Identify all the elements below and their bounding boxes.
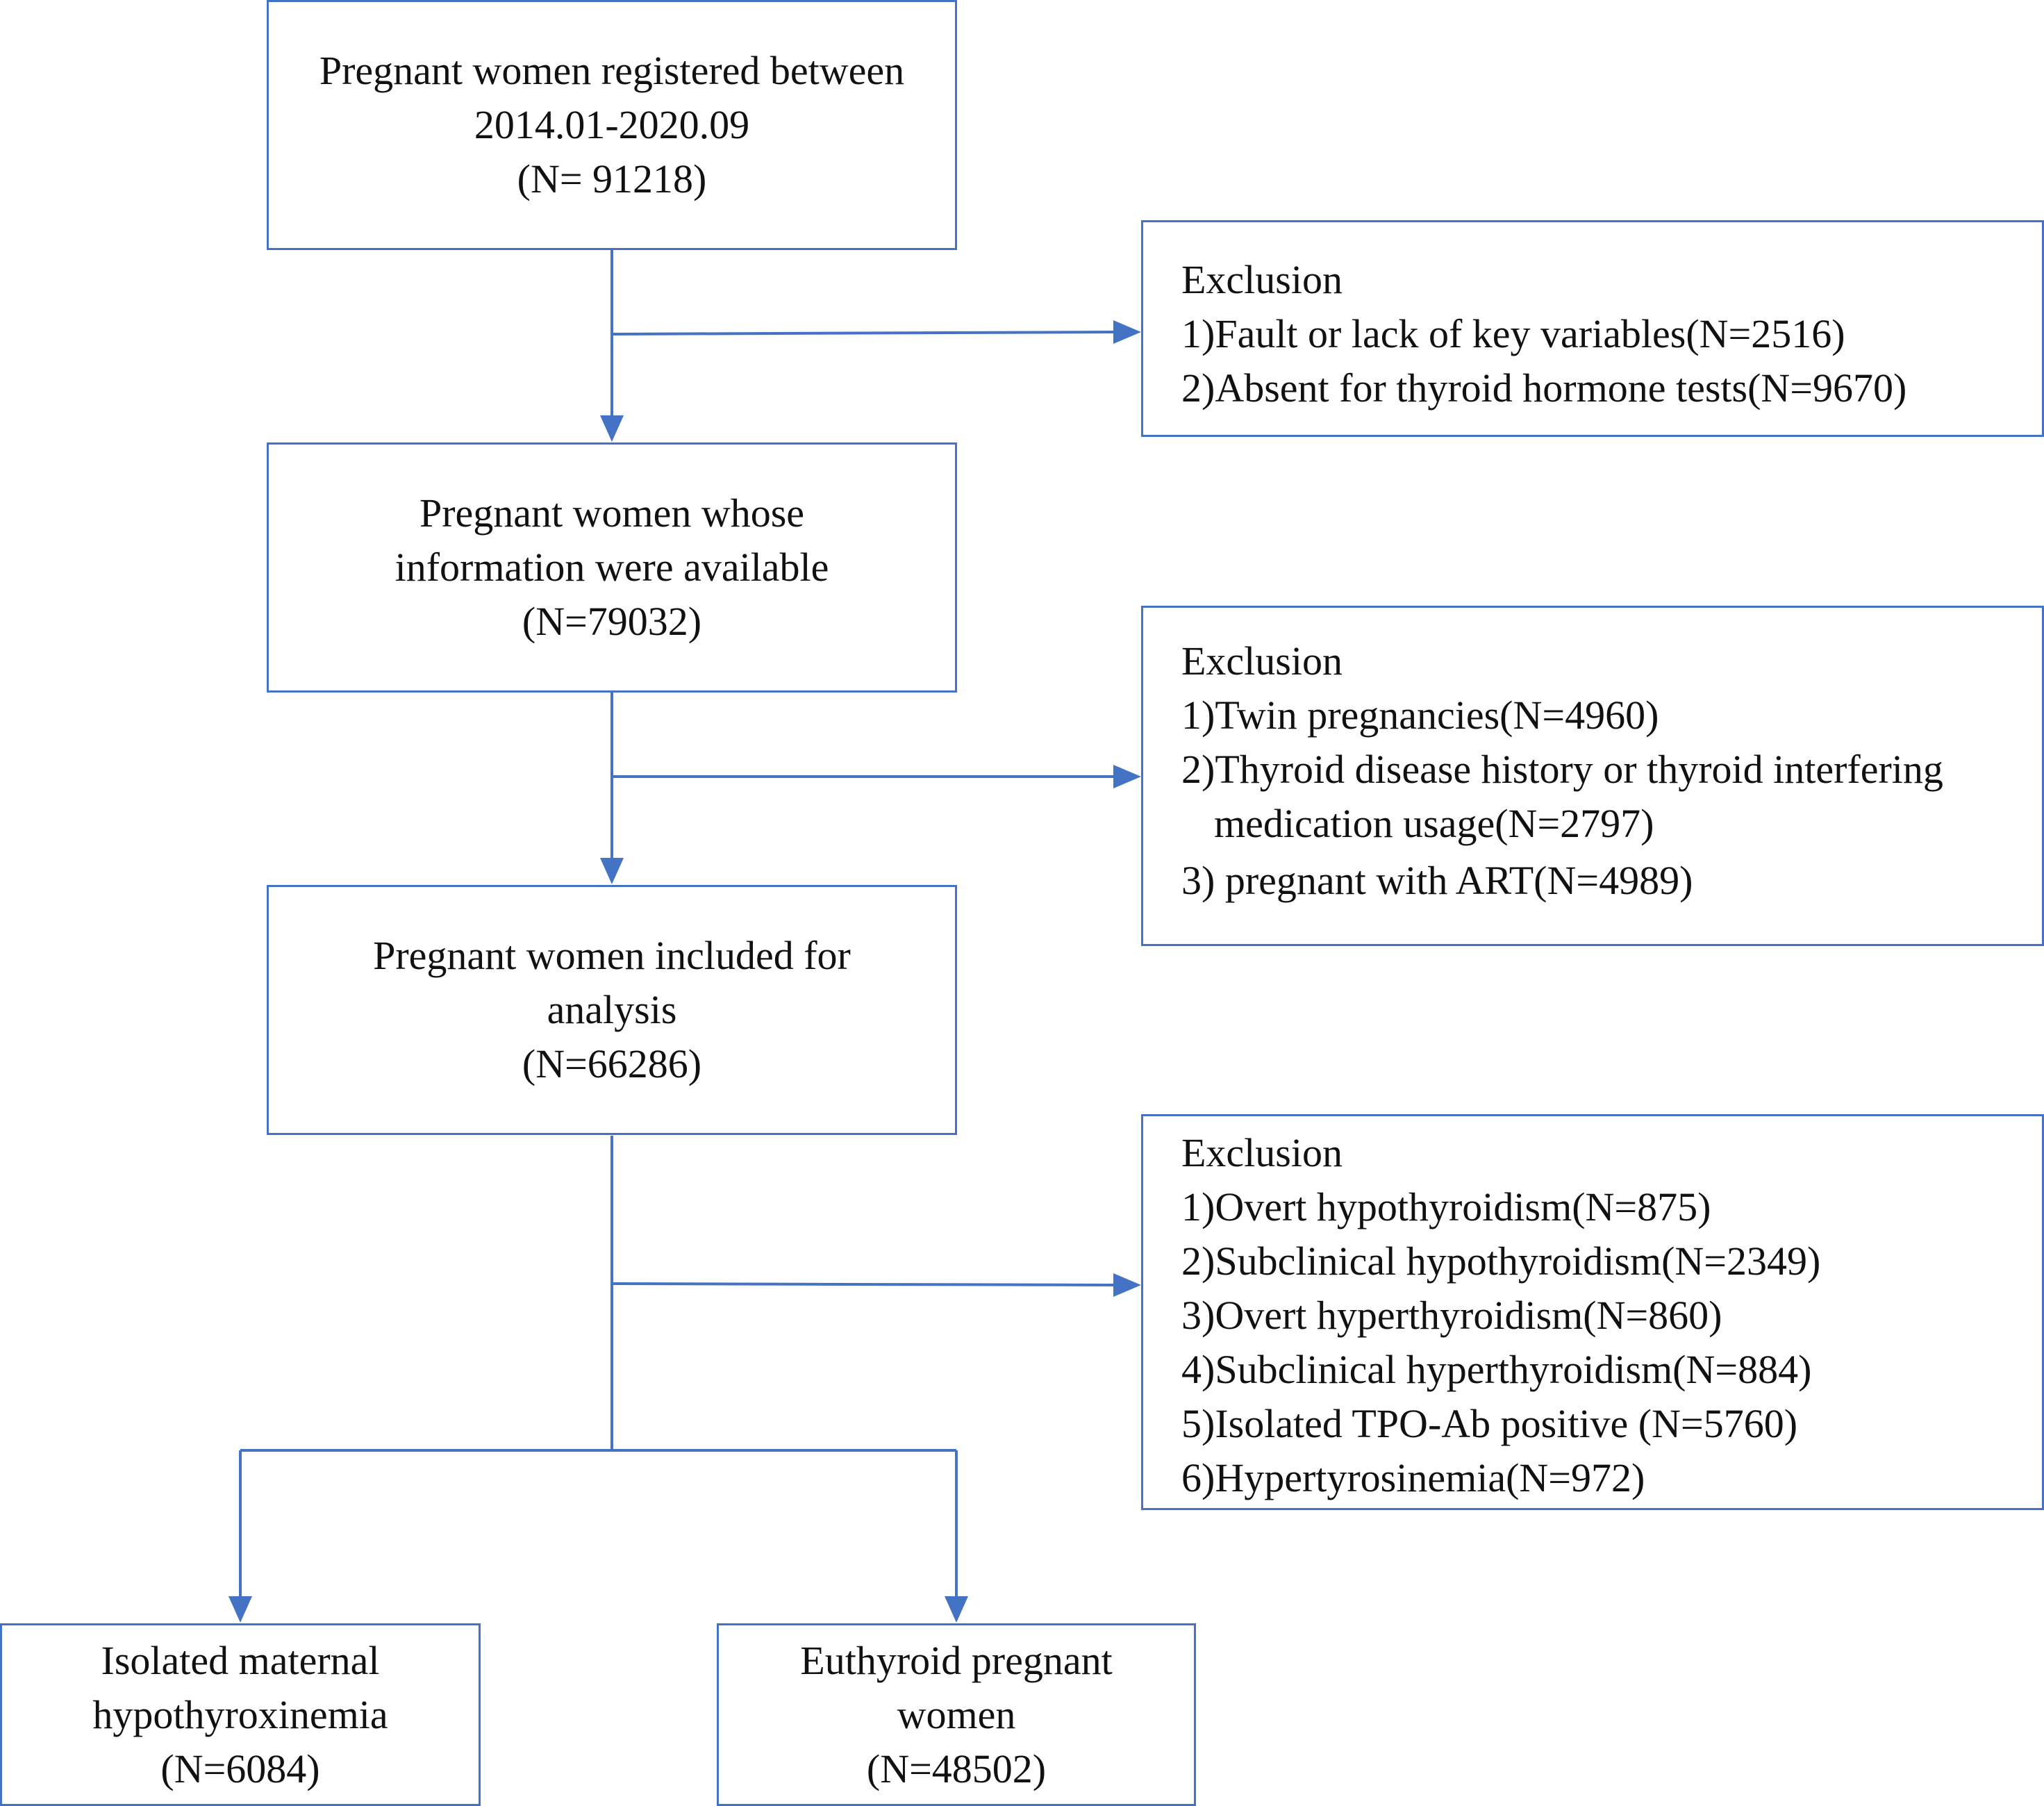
exclusion-3-title: Exclusion <box>1181 1130 1343 1175</box>
box-exclusion-1: Exclusion 1)Fault or lack of key variabl… <box>1141 220 2044 437</box>
exclusion-2-title: Exclusion <box>1181 638 1343 684</box>
box-registered-line-1: Pregnant women registered between <box>319 48 905 93</box>
box-exclusion-2: Exclusion 1)Twin pregnancies(N=4960) 2)T… <box>1141 606 2044 946</box>
exclusion-3-item-1: 1)Overt hypothyroidism(N=875) <box>1181 1184 1711 1229</box>
box-registered-line-3: (N= 91218) <box>517 156 707 201</box>
exclusion-3-item-3: 3)Overt hyperthyroidism(N=860) <box>1181 1293 1722 1338</box>
box-registered-line-2: 2014.01-2020.09 <box>474 102 750 147</box>
exclusion-3-item-6: 6)Hypertyrosinemia(N=972) <box>1181 1455 1645 1500</box>
box-included-line-2: analysis <box>547 987 677 1032</box>
box-euthyroid: Euthyroid pregnant women (N=48502) <box>717 1623 1196 1806</box>
box-euthyroid-line-2: women <box>897 1691 1016 1737</box>
arrow-to-exclusion-3 <box>611 1282 1115 1286</box>
box-included: Pregnant women included for analysis (N=… <box>267 885 957 1135</box>
exclusion-3-item-4: 4)Subclinical hyperthyroidism(N=884) <box>1181 1347 1812 1392</box>
exclusion-2-item-1: 1)Twin pregnancies(N=4960) <box>1181 693 1659 738</box>
exclusion-3-item-5: 5)Isolated TPO-Ab positive (N=5760) <box>1181 1401 1798 1446</box>
exclusion-3-item-2: 2)Subclinical hypothyroidism(N=2349) <box>1181 1238 1821 1284</box>
box-euthyroid-line-1: Euthyroid pregnant <box>800 1637 1113 1683</box>
box-isolated-line-1: Isolated maternal <box>101 1637 380 1683</box>
box-isolated-line-3: (N=6084) <box>160 1746 320 1791</box>
exclusion-2-item-2: 2)Thyroid disease history or thyroid int… <box>1181 747 1943 792</box>
arrow-to-exclusion-1 <box>611 331 1115 335</box>
box-registered: Pregnant women registered between 2014.0… <box>267 0 957 250</box>
box-included-line-1: Pregnant women included for <box>373 933 851 978</box>
box-available-line-2: information were available <box>394 545 829 590</box>
box-available-line-3: (N=79032) <box>522 599 702 644</box>
exclusion-2-item-3: 3) pregnant with ART(N=4989) <box>1181 858 1693 903</box>
box-isolated-hypothyroxinemia: Isolated maternal hypothyroxinemia (N=60… <box>0 1623 481 1806</box>
box-isolated-line-2: hypothyroxinemia <box>92 1691 388 1737</box>
exclusion-1-item-2: 2)Absent for thyroid hormone tests(N=967… <box>1181 365 1907 411</box>
exclusion-2-item-2-cont: medication usage(N=2797) <box>1214 801 1654 846</box>
box-euthyroid-line-3: (N=48502) <box>866 1746 1047 1791</box>
box-included-line-3: (N=66286) <box>522 1041 702 1086</box>
box-available: Pregnant women whose information were av… <box>267 442 957 693</box>
box-available-line-1: Pregnant women whose <box>419 490 805 536</box>
exclusion-1-item-1: 1)Fault or lack of key variables(N=2516) <box>1181 311 1845 356</box>
exclusion-1-title: Exclusion <box>1181 257 1343 302</box>
box-exclusion-3: Exclusion 1)Overt hypothyroidism(N=875) … <box>1141 1114 2044 1510</box>
